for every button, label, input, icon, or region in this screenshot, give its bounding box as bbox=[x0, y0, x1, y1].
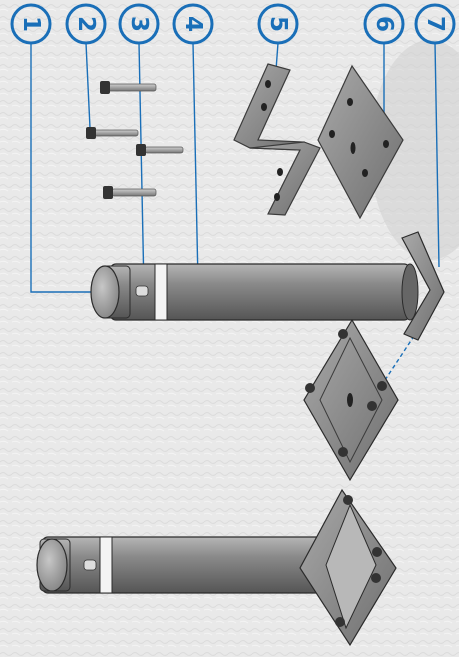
callout-1-label: 1 bbox=[18, 16, 44, 32]
assembled-end-cap-face bbox=[37, 539, 67, 591]
set-screw bbox=[136, 286, 148, 296]
tube-end bbox=[402, 264, 418, 320]
assembled-set-screw bbox=[84, 560, 96, 570]
callout-6-label: 6 bbox=[371, 16, 397, 32]
callout-4-label: 4 bbox=[180, 16, 206, 32]
callout-5-label: 5 bbox=[265, 16, 291, 32]
callout-2-label: 2 bbox=[73, 16, 99, 32]
tube-ring bbox=[155, 264, 167, 320]
callout-7-label: 7 bbox=[422, 16, 448, 32]
assembled-tube-ring bbox=[100, 537, 112, 593]
callout-3-label: 3 bbox=[126, 16, 152, 32]
end-cap-face bbox=[91, 266, 119, 318]
